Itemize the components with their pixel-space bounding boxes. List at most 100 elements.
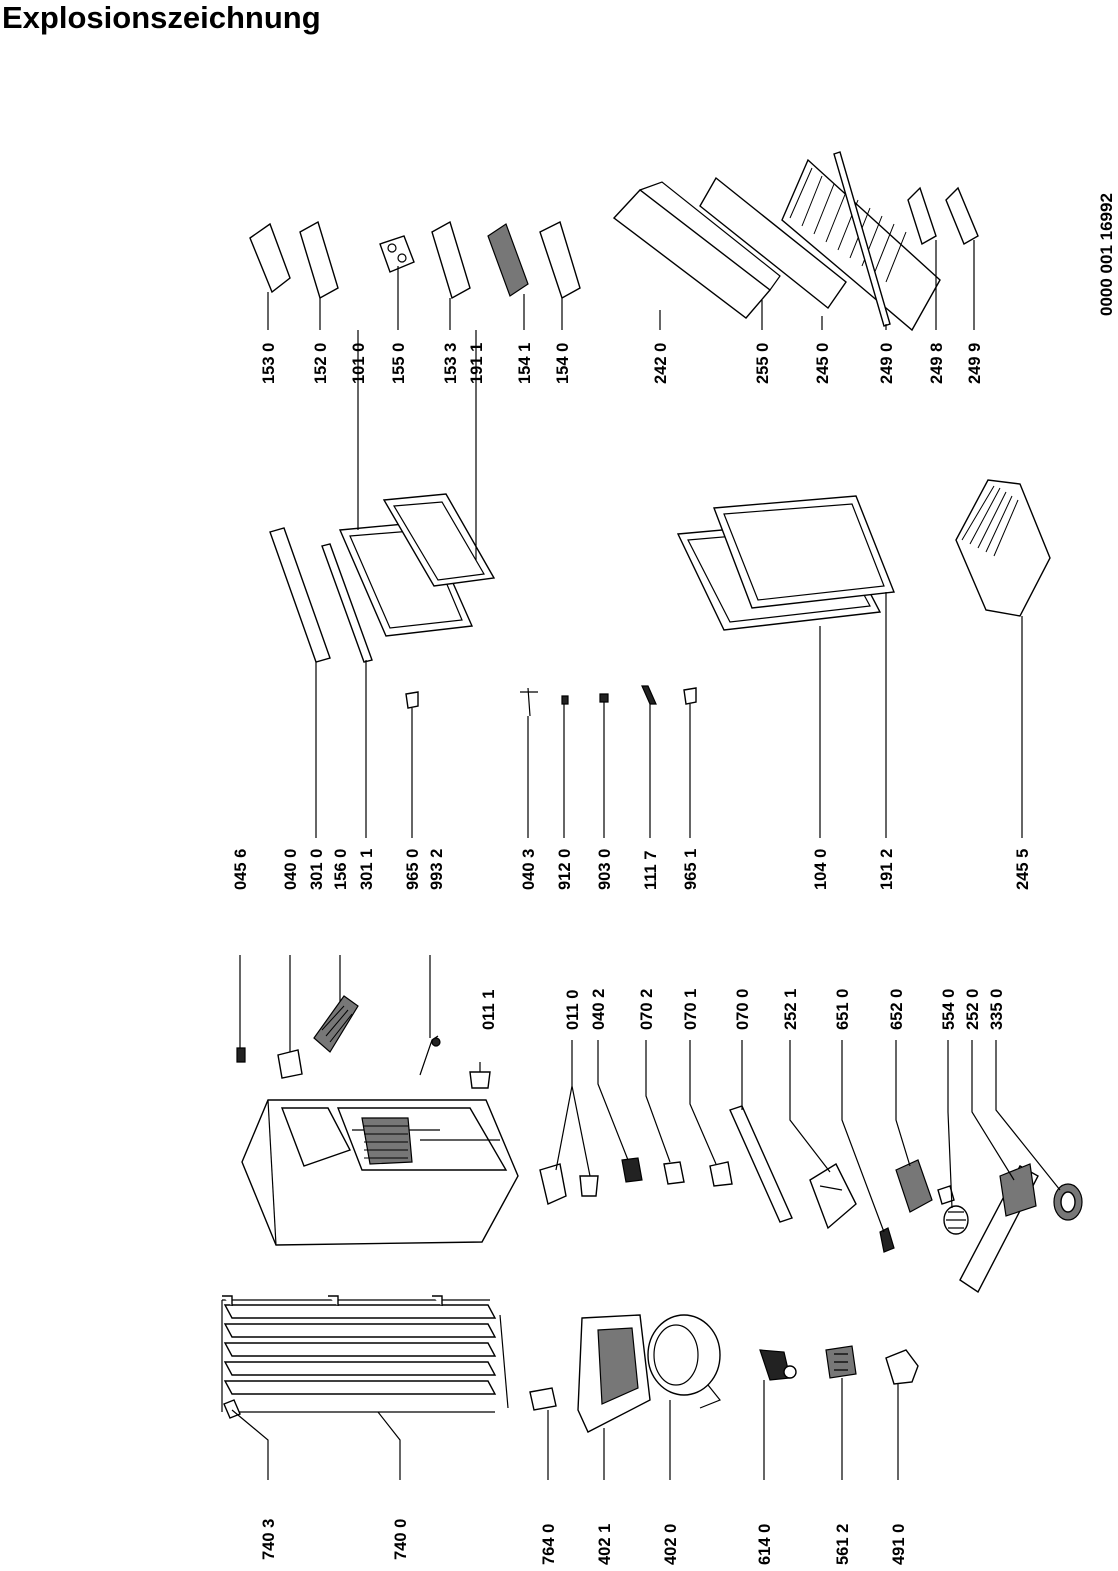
part-651-0-lamp: [879, 1227, 895, 1253]
part-491-0-bracket: [885, 1349, 919, 1385]
part-652-0-socket: [895, 1159, 933, 1213]
label-245-5: 245 5: [1014, 849, 1032, 890]
label-764-0: 764 0: [540, 1524, 558, 1565]
label-554-0: 554 0: [940, 989, 958, 1030]
part-561-2-clamp: [825, 1345, 857, 1379]
part-740-0-condenser: [221, 1295, 509, 1413]
label-040-2: 040 2: [590, 989, 608, 1030]
part-335-0-ring: [1053, 1183, 1083, 1221]
part-249-8-holder: [907, 186, 937, 246]
label-255-0: 255 0: [754, 343, 772, 384]
label-740-0: 740 0: [392, 1519, 410, 1560]
label-249-9: 249 9: [966, 343, 984, 384]
label-070-0: 070 0: [734, 989, 752, 1030]
part-249-0-strip: [833, 151, 891, 327]
label-242-0: 242 0: [652, 343, 670, 384]
part-153-3-shelf: [431, 220, 471, 300]
part-153-0-shelf: [249, 222, 291, 294]
label-965-1: 965 1: [682, 849, 700, 890]
label-903-0: 903 0: [596, 849, 614, 890]
part-301-0-bar: [269, 527, 331, 663]
part-191-2-gasket: [713, 495, 895, 609]
label-045-6: 045 6: [232, 849, 250, 890]
part-040-3-hinge-pin: [520, 687, 538, 717]
part-154-1-shelf-cover: [487, 223, 529, 297]
part-255-0-glass-shelf: [699, 176, 847, 310]
part-249-9-holder: [945, 186, 979, 246]
label-153-0: 153 0: [260, 343, 278, 384]
document-id: 0000 001 16992: [1097, 193, 1116, 316]
label-491-0: 491 0: [890, 1524, 908, 1565]
part-402-0-compressor: [647, 1314, 721, 1409]
label-402-0: 402 0: [662, 1524, 680, 1565]
label-301-0: 301 0: [308, 849, 326, 890]
part-242-0-drawer: [612, 181, 781, 319]
label-104-0: 104 0: [812, 849, 830, 890]
label-651-0: 651 0: [834, 989, 852, 1030]
page-title: Explosionszeichnung: [2, 0, 321, 35]
part-965-0-cap: [405, 691, 419, 709]
label-561-2: 561 2: [834, 1524, 852, 1565]
label-402-1: 402 1: [596, 1524, 614, 1565]
label-153-3: 153 3: [442, 343, 460, 384]
part-252-1-housing: [809, 1163, 857, 1230]
leader-lines: [231, 240, 1061, 1480]
part-011-0-foot-a: [539, 1163, 567, 1205]
label-252-0: 252 0: [964, 989, 982, 1030]
part-764-0-dryer: [529, 1387, 557, 1411]
part-045-6-pin: [236, 1047, 246, 1063]
part-252-0-control-panel: [959, 1163, 1039, 1294]
label-111-7: 111 7: [642, 851, 660, 890]
part-154-0-shelf: [539, 221, 581, 300]
label-912-0: 912 0: [556, 849, 574, 890]
label-191-1: 191 1: [468, 343, 486, 384]
label-155-0: 155 0: [390, 343, 408, 384]
part-011-0-foot-b: [579, 1175, 599, 1197]
part-111-7-strip: [641, 685, 657, 705]
part-912-0-screw: [561, 695, 569, 705]
label-652-0: 652 0: [888, 989, 906, 1030]
label-301-1: 301 1: [358, 849, 376, 890]
label-156-0: 156 0: [332, 849, 350, 890]
part-402-1-cover: [577, 1314, 651, 1433]
part-614-0-relay: [759, 1349, 797, 1381]
part-554-0-knob: [937, 1185, 969, 1235]
label-154-1: 154 1: [516, 343, 534, 384]
part-number-labels: 740 3 740 0 764 0 402 1 402 0 614 0 561 …: [232, 193, 1116, 1565]
part-cabinet: [241, 1099, 519, 1246]
label-070-2: 070 2: [638, 989, 656, 1030]
part-191-1-gasket: [382, 493, 496, 587]
label-011-1: 011 1: [480, 990, 498, 1030]
label-011-0: 011 0: [564, 990, 582, 1030]
label-101-0: 101 0: [350, 343, 368, 384]
part-301-1-bar: [321, 543, 373, 663]
label-993-2: 993 2: [428, 849, 446, 890]
label-249-8: 249 8: [928, 343, 946, 384]
label-740-3: 740 3: [260, 1519, 278, 1560]
part-965-1-cap: [683, 687, 697, 705]
label-040-3: 040 3: [520, 849, 538, 890]
label-191-2: 191 2: [878, 849, 896, 890]
label-249-0: 249 0: [878, 343, 896, 384]
part-070-1-cap: [709, 1161, 733, 1187]
part-040-2-hinge: [621, 1157, 643, 1183]
part-070-0-rail: [729, 1105, 793, 1223]
label-614-0: 614 0: [756, 1524, 774, 1565]
label-154-0: 154 0: [554, 343, 572, 384]
part-011-1-foot: [469, 1062, 491, 1089]
part-245-5-grate: [955, 479, 1051, 617]
label-965-0: 965 0: [404, 849, 422, 890]
label-252-1: 252 1: [782, 989, 800, 1030]
part-903-0-clip: [599, 693, 609, 703]
label-152-0: 152 0: [312, 343, 330, 384]
part-156-0-grille: [313, 995, 359, 1053]
part-040-0-hinge: [277, 1049, 303, 1079]
part-155-0-egg-tray: [379, 235, 415, 273]
part-152-0-shelf: [299, 220, 339, 300]
part-101-0-upper-door: [338, 521, 474, 637]
label-335-0: 335 0: [988, 989, 1006, 1030]
label-040-0: 040 0: [282, 849, 300, 890]
label-245-0: 245 0: [814, 343, 832, 384]
part-070-2-cap: [663, 1161, 685, 1185]
